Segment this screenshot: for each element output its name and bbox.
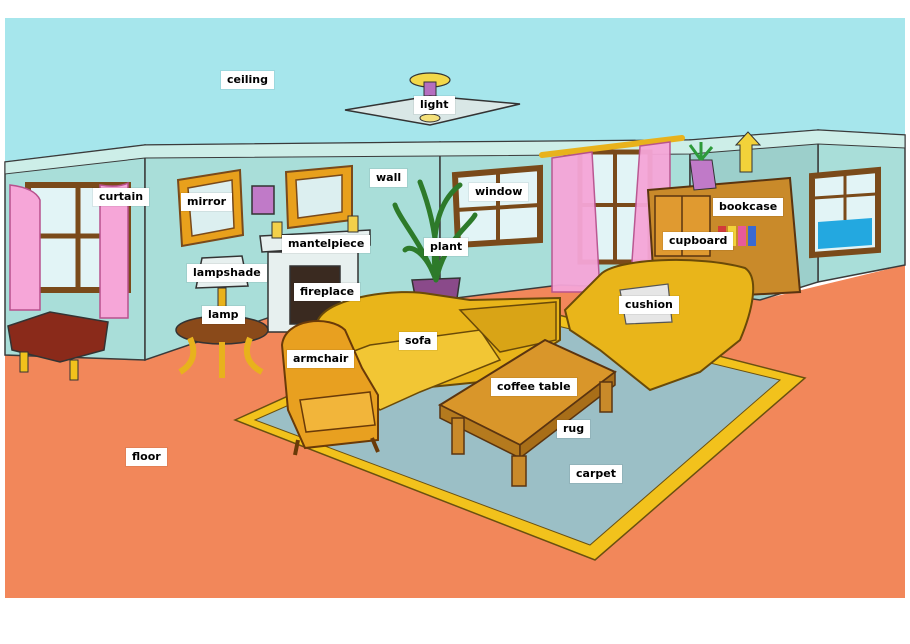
label-curtain: curtain (93, 188, 150, 206)
label-rug: rug (557, 420, 591, 438)
label-fireplace: fireplace (294, 283, 361, 301)
label-floor: floor (126, 448, 167, 466)
label-cushion: cushion (619, 296, 679, 314)
left-window (9, 181, 131, 319)
label-ceiling: ceiling (221, 71, 274, 89)
label-window: window (469, 183, 529, 201)
label-lampshade: lampshade (187, 264, 267, 282)
ceiling (5, 18, 905, 162)
label-coffee-table: coffee table (491, 378, 577, 396)
label-armchair: armchair (287, 350, 355, 368)
label-mirror: mirror (181, 193, 233, 211)
middle-window (451, 164, 543, 249)
label-mantelpiece: mantelpiece (282, 235, 371, 253)
right-window (809, 166, 881, 259)
painting (284, 164, 353, 230)
wall-picture (251, 185, 275, 215)
label-sofa: sofa (399, 332, 438, 350)
label-cupboard: cupboard (663, 232, 734, 250)
label-plant: plant (424, 238, 469, 256)
ottoman (7, 311, 109, 381)
chaise (563, 258, 755, 392)
label-lamp: lamp (202, 306, 245, 324)
label-light: light (414, 96, 455, 114)
label-wall: wall (370, 169, 408, 187)
label-bookcase: bookcase (713, 198, 784, 216)
label-carpet: carpet (570, 465, 622, 483)
